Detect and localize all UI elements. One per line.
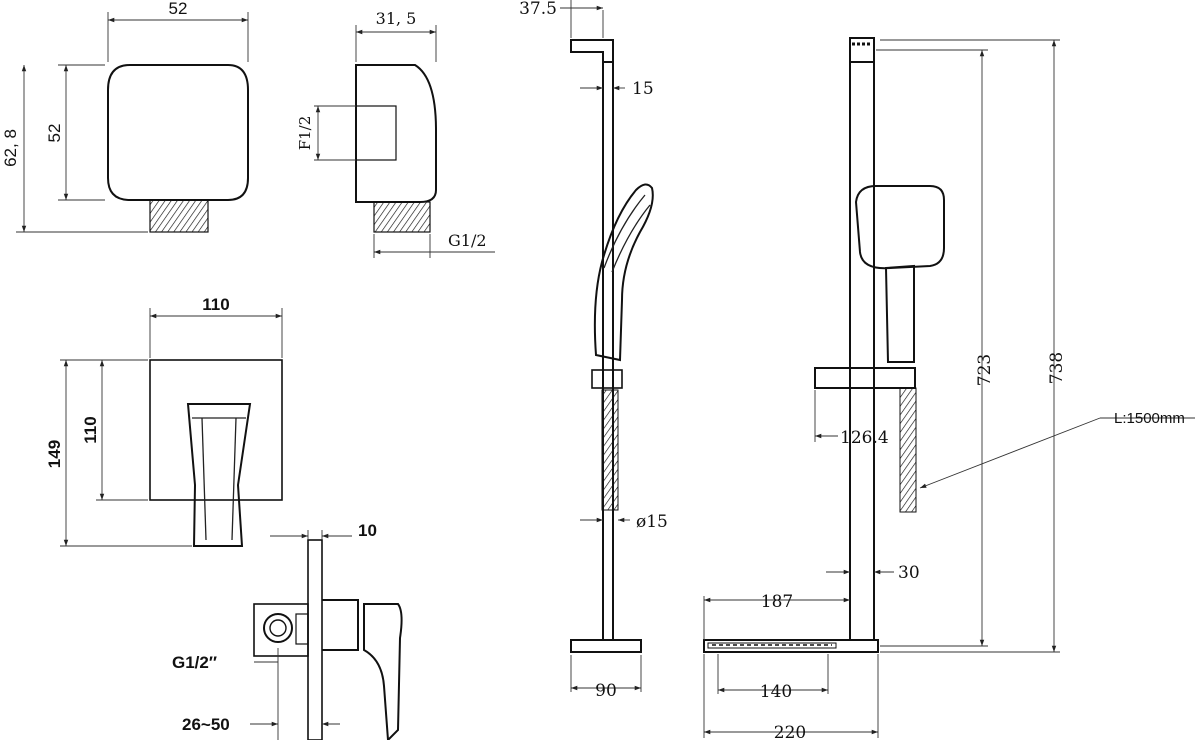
elbow-height-inner-label: 52 [45, 124, 64, 143]
hose-diameter-label: ø15 [636, 512, 668, 532]
elbow-depth-label: 31, 5 [376, 9, 417, 28]
elbow-width-label: 52 [169, 0, 188, 18]
hose-length-label: L:1500mm [1114, 410, 1185, 427]
elbow-inlet-label: F1/2 [296, 116, 314, 151]
base-187-label: 187 [761, 592, 793, 612]
mixer-side-view: 10 G1/2″ 26~50 [172, 521, 403, 740]
elbow-outlet-label: G1/2 [448, 231, 487, 250]
mixer-width-label: 110 [202, 295, 229, 314]
base-220-label: 220 [774, 723, 806, 740]
mixer-inlet-label: G1/2″ [172, 653, 217, 672]
height-723-label: 723 [975, 354, 995, 386]
mixer-range-label: 26~50 [182, 715, 230, 734]
mixer-depth-label: 10 [358, 521, 377, 540]
base-140-label: 140 [760, 682, 792, 702]
offset-top-label: 37.5 [519, 0, 557, 19]
shower-rail-front-view: 723 738 L:1500mm 126.4 30 187 140 220 [703, 37, 1195, 740]
mixer-front-view: 110 110 149 [45, 295, 283, 547]
rail-width-label: 15 [632, 79, 654, 99]
wall-elbow-side-view: 31, 5 F1/2 G1/2 [296, 9, 495, 258]
wall-elbow-front-view: 52 52 62, 8 [1, 0, 249, 233]
shower-rail-side-view: 37.5 15 ø15 90 [519, 0, 668, 701]
base-width-side-label: 90 [595, 681, 617, 701]
elbow-height-total-label: 62, 8 [1, 129, 20, 167]
holder-offset-label: 126.4 [840, 428, 889, 448]
mixer-height-inner-label: 110 [81, 416, 100, 443]
mixer-height-total-label: 149 [45, 440, 64, 468]
height-738-label: 738 [1047, 352, 1067, 384]
rail-front-width-label: 30 [898, 563, 920, 583]
